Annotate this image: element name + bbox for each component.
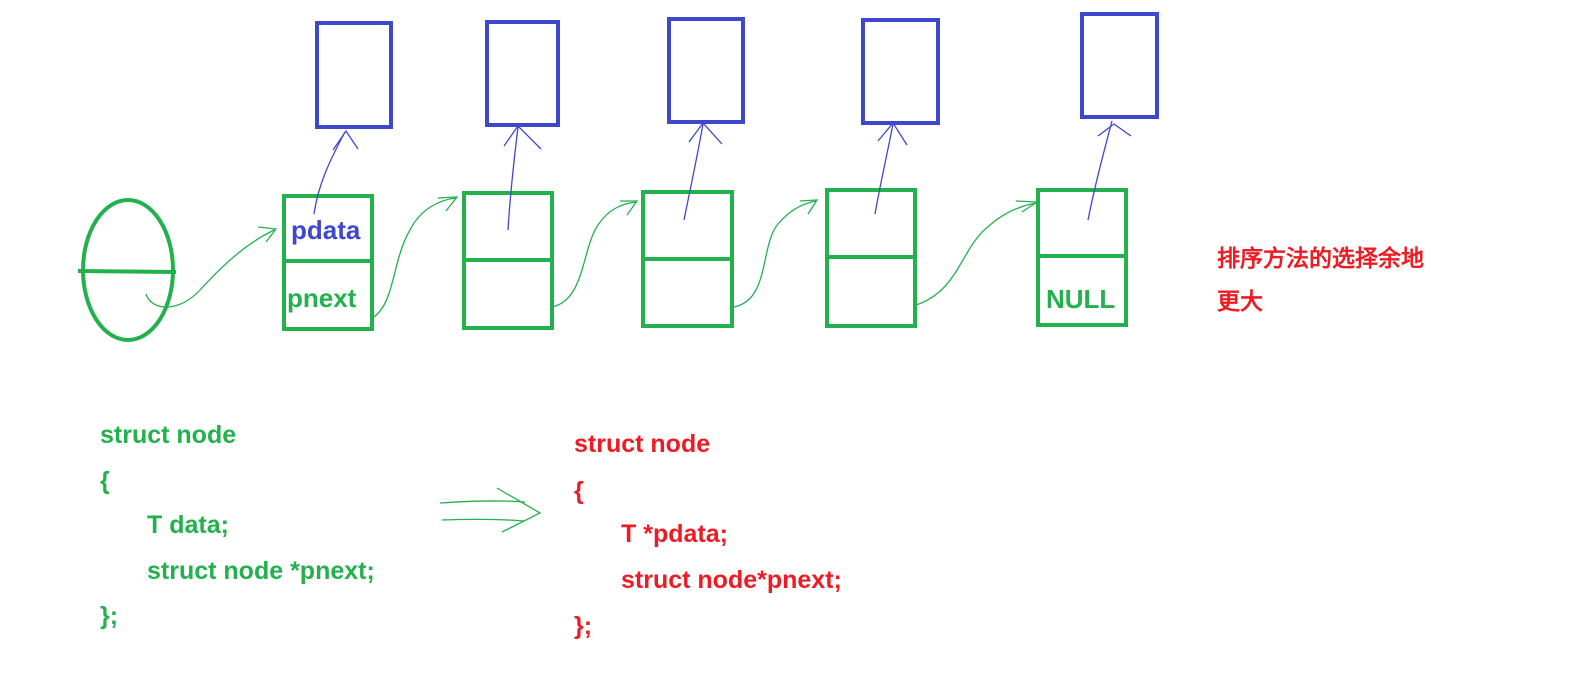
list-node-3	[641, 190, 734, 328]
data-boxes	[315, 12, 1159, 129]
node-label-pdata: pdata	[291, 215, 361, 245]
head-divider	[77, 269, 177, 274]
data-pointer-arrows	[313, 120, 1132, 231]
code-before-line-2: {	[100, 467, 110, 495]
next-arrow-2	[551, 200, 639, 308]
note-line-1: 排序方法的选择余地	[1217, 246, 1424, 272]
data-box-3	[667, 17, 745, 124]
data-box-4	[861, 18, 940, 125]
next-arrow-3	[733, 199, 819, 308]
head-pointer	[77, 198, 177, 342]
next-arrow-head	[145, 226, 278, 308]
double-arrow	[439, 487, 542, 533]
code-before-line-4: struct node *pnext;	[147, 557, 375, 585]
code-after-line-1: struct node	[574, 430, 711, 458]
data-box-5	[1080, 12, 1159, 119]
data-box-1	[315, 21, 393, 129]
next-arrow-4	[915, 200, 1040, 306]
list-node-1	[282, 194, 374, 331]
data-arrow-1	[313, 129, 359, 215]
list-node-4	[825, 188, 917, 328]
node-label-null: NULL	[1046, 284, 1116, 314]
note-line-2: 更大	[1217, 289, 1263, 315]
list-node-5	[1036, 188, 1128, 327]
code-after-line-3: T *pdata;	[621, 520, 728, 548]
code-after-line-5: };	[574, 612, 593, 640]
code-before-line-1: struct node	[100, 421, 237, 449]
data-arrow-4	[874, 121, 908, 215]
code-before-line-5: };	[100, 602, 119, 630]
data-arrow-3	[683, 121, 723, 221]
code-after-line-2: {	[574, 477, 584, 505]
node-label-pnext: pnext	[287, 283, 357, 313]
code-after-line-4: struct node*pnext;	[621, 566, 842, 594]
next-arrow-1	[371, 196, 459, 319]
list-nodes	[282, 188, 1128, 331]
data-arrow-2	[503, 124, 542, 231]
list-node-2	[462, 191, 554, 330]
next-pointer-arrows	[145, 196, 1040, 319]
data-box-2	[485, 20, 560, 127]
data-arrow-5	[1087, 120, 1132, 221]
code-before-line-3: T data;	[147, 511, 229, 539]
